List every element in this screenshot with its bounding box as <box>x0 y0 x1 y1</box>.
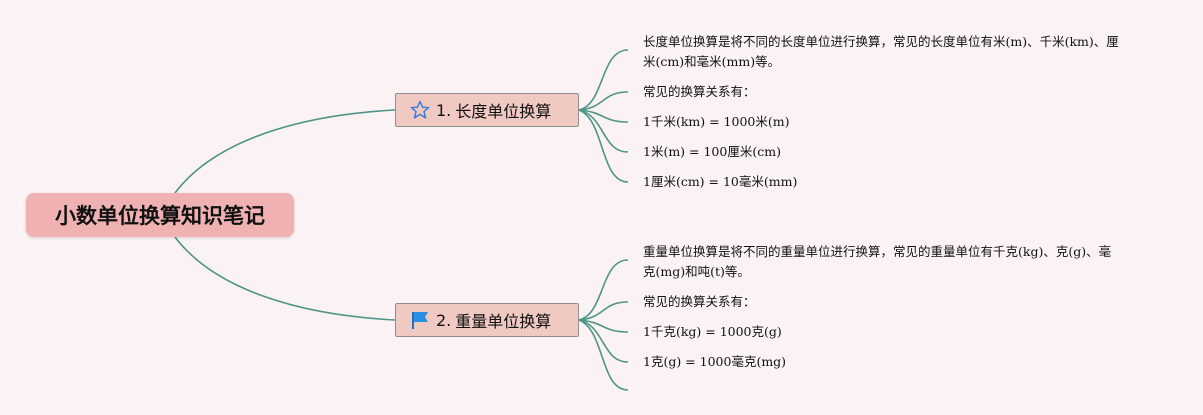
leaf-length-m-cm[interactable]: 1米(m) = 100厘米(cm) <box>643 142 781 162</box>
connector-b1-leaf-2 <box>578 91 629 111</box>
connector-b1-leaf-4 <box>578 109 629 153</box>
root-title: 小数单位换算知识笔记 <box>55 204 265 228</box>
branch-number: 2. <box>436 310 452 330</box>
root-topic[interactable]: 小数单位换算知识笔记 <box>26 193 294 237</box>
branch-length-conversion[interactable]: 1. 长度单位换算 <box>395 93 579 127</box>
leaf-text: 常见的换算关系有： <box>643 294 756 309</box>
leaf-text: 1克(g) = 1000毫克(mg) <box>643 354 787 369</box>
leaf-text: 1千米(km) = 1000米(m) <box>643 114 790 129</box>
star-outline-icon <box>410 100 430 120</box>
blue-flag-icon <box>410 310 430 330</box>
leaf-text: 1米(m) = 100厘米(cm) <box>643 144 781 159</box>
leaf-weight-relations-heading[interactable]: 常见的换算关系有： <box>643 292 756 312</box>
leaf-length-relations-heading[interactable]: 常见的换算关系有： <box>643 82 756 102</box>
connector-root-branch-1 <box>174 109 396 194</box>
connector-b2-leaf-4 <box>578 319 629 363</box>
connector-b1-leaf-5 <box>578 109 629 183</box>
branch-weight-conversion[interactable]: 2. 重量单位换算 <box>395 303 579 337</box>
connector-b2-leaf-3 <box>578 319 629 333</box>
branch-number: 1. <box>436 100 452 120</box>
branch-label: 长度单位换算 <box>455 102 552 121</box>
leaf-weight-kg-g[interactable]: 1千克(kg) = 1000克(g) <box>643 322 782 342</box>
connector-b1-leaf-1 <box>578 49 629 111</box>
connector-b2-leaf-2 <box>578 301 629 321</box>
leaf-length-km-m[interactable]: 1千米(km) = 1000米(m) <box>643 112 789 132</box>
branch-label: 重量单位换算 <box>455 312 552 331</box>
leaf-text: 长度单位换算是将不同的长度单位进行换算，常见的长度单位有米(m)、千米(km)、… <box>643 34 1119 69</box>
leaf-weight-description[interactable]: 重量单位换算是将不同的重量单位进行换算，常见的重量单位有千克(kg)、克(g)、… <box>643 242 1123 282</box>
leaf-weight-g-mg[interactable]: 1克(g) = 1000毫克(mg) <box>643 352 786 372</box>
connector-b2-leaf-5 <box>578 319 629 391</box>
connector-root-branch-2 <box>174 236 396 321</box>
connector-b1-leaf-3 <box>578 109 629 123</box>
leaf-length-cm-mm[interactable]: 1厘米(cm) = 10毫米(mm) <box>643 172 797 192</box>
leaf-length-description[interactable]: 长度单位换算是将不同的长度单位进行换算，常见的长度单位有米(m)、千米(km)、… <box>643 32 1123 72</box>
leaf-text: 重量单位换算是将不同的重量单位进行换算，常见的重量单位有千克(kg)、克(g)、… <box>643 244 1112 279</box>
leaf-text: 1千克(kg) = 1000克(g) <box>643 324 782 339</box>
connector-b2-leaf-1 <box>578 259 629 321</box>
leaf-text: 1厘米(cm) = 10毫米(mm) <box>643 174 798 189</box>
leaf-text: 常见的换算关系有： <box>643 84 756 99</box>
